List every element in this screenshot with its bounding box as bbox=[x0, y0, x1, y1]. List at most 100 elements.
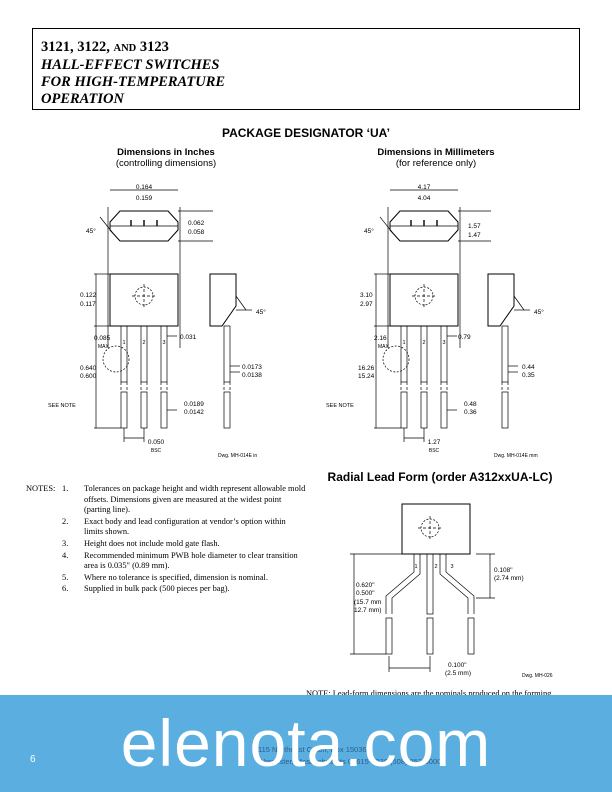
title-line-4: OPERATION bbox=[41, 91, 124, 107]
inches-pin-2: 2 bbox=[142, 340, 145, 346]
inches-height-bottom: 0.117 bbox=[80, 301, 96, 308]
inches-subheading: (controlling dimensions) bbox=[115, 158, 217, 169]
mm-width-bottom: 4.04 bbox=[418, 195, 431, 202]
inches-top-view bbox=[99, 189, 213, 348]
inches-side-value: 0.031 bbox=[180, 334, 197, 341]
mm-pitch: 1.27 bbox=[428, 439, 441, 446]
inches-lead-thickness-top: 0.0189 bbox=[184, 401, 204, 408]
mm-drawing: 4.17 4.04 1.57 1.47 45° 3.10 2.97 0.79 4… bbox=[326, 184, 544, 459]
title-line-2: HALL-EFFECT SWITCHES bbox=[41, 57, 220, 73]
mm-pin-1: 1 bbox=[402, 340, 405, 346]
mm-pin-3: 3 bbox=[442, 340, 445, 346]
radial-pin-2: 2 bbox=[434, 564, 437, 570]
inches-lead-thickness-bottom: 0.0142 bbox=[184, 409, 204, 416]
notes-header: NOTES: bbox=[26, 484, 56, 493]
radial-drawing-number: Dwg. MH-026 bbox=[522, 673, 553, 679]
watermark-banner bbox=[0, 695, 612, 792]
radial-spread-1: 0.108" bbox=[494, 567, 513, 574]
footer-address: 115 Northeast Cutoff, Box 15036 Worceste… bbox=[258, 744, 441, 768]
radial-spread-2: (2.74 mm) bbox=[494, 575, 524, 582]
inches-lead-bottom: 0.600 bbox=[80, 373, 97, 380]
package-heading: PACKAGE DESIGNATOR ‘UA’ bbox=[221, 126, 391, 140]
radial-length-3: (15.7 mm bbox=[354, 599, 381, 606]
mm-height-top: 3.10 bbox=[360, 292, 373, 299]
radial-pin-1: 1 bbox=[414, 564, 417, 570]
mm-drawing-number: Dwg. MH-014E mm bbox=[494, 453, 538, 459]
inches-drawing: 0.164 0.159 0.062 0.058 45° 0.122 0.117 … bbox=[48, 184, 266, 459]
note-number: 3. bbox=[62, 538, 69, 548]
mm-subheading: (for reference only) bbox=[395, 158, 477, 169]
inches-lead-width-top: 0.0173 bbox=[242, 364, 262, 371]
inches-see-note: SEE NOTE bbox=[48, 403, 76, 409]
mm-bend-bottom: MAX bbox=[378, 344, 390, 350]
mm-pitch-label: BSC bbox=[429, 448, 440, 454]
note-number: 5. bbox=[62, 572, 69, 582]
note-item: 5. Where no tolerance is specified, dimen… bbox=[62, 572, 306, 584]
radial-pitch-2: (2.5 mm) bbox=[445, 670, 471, 677]
title-box: 3121, 3122, AND 3123 HALL-EFFECT SWITCHE… bbox=[32, 28, 580, 110]
inches-pin-3: 3 bbox=[162, 340, 165, 346]
inches-drawing-number: Dwg. MH-014E in bbox=[218, 453, 257, 459]
mm-thickness-top: 1.57 bbox=[468, 223, 481, 230]
note-number: 2. bbox=[62, 516, 69, 526]
mm-lead-width-top: 0.44 bbox=[522, 364, 535, 371]
inches-bend-bottom: MAX bbox=[98, 344, 110, 350]
mm-lead-width-bottom: 0.35 bbox=[522, 372, 535, 379]
title-and: AND bbox=[113, 43, 137, 54]
document-title: 3121, 3122, AND 3123 HALL-EFFECT SWITCHE… bbox=[41, 39, 225, 108]
watermark-text: elenota.com bbox=[120, 706, 492, 780]
mm-lead-thickness-top: 0.48 bbox=[464, 401, 477, 408]
inches-height-top: 0.122 bbox=[80, 292, 97, 299]
mm-angle: 45° bbox=[364, 227, 374, 235]
inches-bend-top: 0.085 bbox=[94, 335, 111, 342]
inches-front-view bbox=[94, 273, 179, 442]
note-number: 4. bbox=[62, 550, 69, 560]
footer-address-line-2: Worcester, Massachusetts 01615-0036 (508… bbox=[258, 757, 442, 766]
mm-lead-thickness-bottom: 0.36 bbox=[464, 409, 477, 416]
mm-side-view bbox=[487, 273, 530, 429]
note-text: Exact body and lead configuration at ven… bbox=[84, 516, 286, 537]
page-number: 6 bbox=[30, 754, 36, 765]
mm-side-value: 0.79 bbox=[458, 334, 471, 341]
note-number: 6. bbox=[62, 584, 69, 594]
mm-lead-bottom: 15.24 bbox=[358, 373, 375, 380]
radial-length-4: 12.7 mm) bbox=[354, 607, 381, 614]
inches-side-view bbox=[209, 273, 252, 429]
mm-height-bottom: 2.97 bbox=[360, 301, 373, 308]
radial-heading: Radial Lead Form (order A312xxUA-LC) bbox=[327, 470, 553, 484]
inches-side-angle: 45° bbox=[256, 308, 266, 316]
inches-thickness-bottom: 0.058 bbox=[188, 229, 205, 236]
note-number: 1. bbox=[62, 484, 69, 493]
note-text: Tolerances on package height and width r… bbox=[84, 484, 306, 515]
mm-heading: Dimensions in Millimeters bbox=[377, 147, 495, 158]
mm-bend-top: 2.16 bbox=[374, 335, 387, 342]
note-text: Height does not include mold gate flash. bbox=[84, 538, 220, 548]
note-item: 4. Recommended minimum PWB hole diameter … bbox=[62, 550, 306, 572]
footer-address-line-1: 115 Northeast Cutoff, Box 15036 bbox=[258, 745, 367, 754]
mm-front-view bbox=[374, 273, 459, 442]
note-text: Recommended minimum PWB hole diameter to… bbox=[84, 550, 298, 571]
mm-lead-top: 16.26 bbox=[358, 365, 375, 372]
mm-top-view bbox=[379, 189, 491, 348]
title-part-number-last: 3123 bbox=[136, 39, 169, 55]
inches-pitch-label: BSC bbox=[151, 448, 162, 454]
inches-lead-width-bottom: 0.0138 bbox=[242, 372, 262, 379]
note-item: 3. Height does not include mold gate flas… bbox=[62, 538, 306, 550]
inches-width-bottom: 0.159 bbox=[136, 195, 153, 202]
title-part-numbers: 3121, 3122, bbox=[41, 39, 114, 55]
note-text: Where no tolerance is specified, dimensi… bbox=[84, 572, 268, 582]
radial-length-2: 0.500" bbox=[356, 590, 375, 597]
mm-side-angle: 45° bbox=[534, 308, 544, 316]
radial-pitch-1: 0.100" bbox=[448, 662, 467, 669]
inches-lead-top: 0.640 bbox=[80, 365, 97, 372]
radial-pin-3: 3 bbox=[450, 564, 453, 570]
mm-pin-2: 2 bbox=[422, 340, 425, 346]
inches-angle: 45° bbox=[86, 227, 96, 235]
inches-heading: Dimensions in Inches bbox=[117, 147, 215, 158]
radial-length-1: 0.620" bbox=[356, 582, 375, 589]
title-line-3: FOR HIGH-TEMPERATURE bbox=[41, 74, 226, 90]
mm-thickness-bottom: 1.47 bbox=[468, 232, 481, 239]
mm-see-note: SEE NOTE bbox=[326, 403, 354, 409]
note-item: 2. Exact body and lead configuration at v… bbox=[62, 516, 306, 538]
inches-pin-1: 1 bbox=[122, 340, 125, 346]
